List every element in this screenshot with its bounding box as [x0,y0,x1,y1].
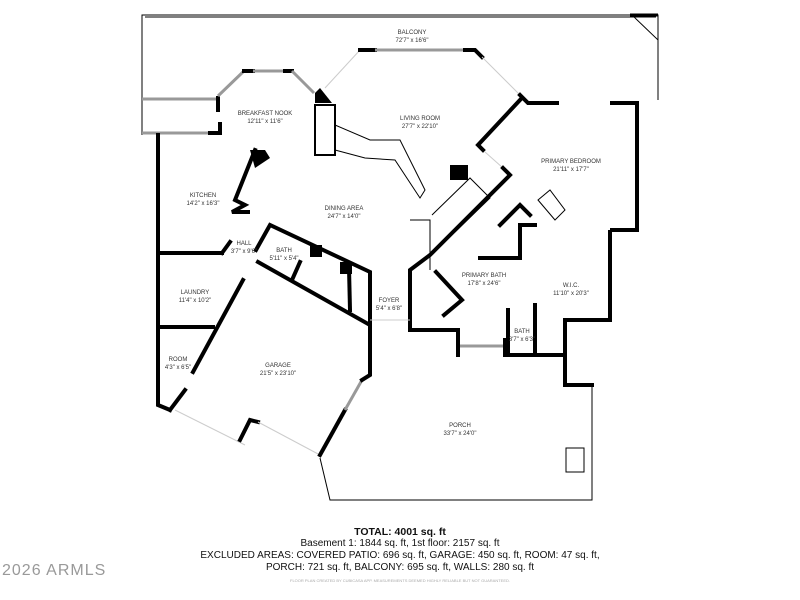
room-label-primary-bedroom: PRIMARY BEDROOM 21'11" x 17'7" [541,158,601,174]
room-dims: 5'4" x 6'8" [375,306,403,312]
room-label-laundry: LAUNDRY 11'4" x 10'2" [179,289,211,305]
room-label-living-room: LIVING ROOM 27'7" x 22'10" [400,115,440,131]
room-name: PORCH [449,423,471,429]
room-label-primary-bath: PRIMARY BATH 17'8" x 24'6" [462,272,506,288]
room-label-room: ROOM 4'3" x 6'5" [165,356,191,372]
room-dims: 3'7" x 6'3" [508,337,536,343]
room-name: ROOM [168,357,188,363]
room-name: DINING AREA [324,206,364,212]
room-dims: 21'5" x 23'10" [259,371,297,377]
excluded-areas-cont: PORCH: 721 sq. ft, BALCONY: 695 sq. ft, … [265,562,535,573]
floor-areas: Basement 1: 1844 sq. ft, 1st floor: 2157… [300,538,500,549]
room-label-breakfast-nook: BREAKFAST NOOK 12'11" x 11'6" [238,110,293,126]
room-name: PRIMARY BEDROOM [541,159,601,165]
room-name: BALCONY [397,30,427,36]
room-dims: 11'4" x 10'2" [178,298,212,304]
room-label-balcony: BALCONY 72'7" x 16'6" [396,29,429,45]
room-name: BREAKFAST NOOK [237,111,293,117]
room-name: LAUNDRY [180,290,210,296]
room-dims: 12'11" x 11'6" [247,119,283,125]
excluded-areas: EXCLUDED AREAS: COVERED PATIO: 696 sq. f… [200,550,600,561]
total-area: TOTAL: 4001 sq. ft [354,526,446,538]
room-label-bath: BATH 5'11" x 5'4" [269,247,298,263]
room-dims: 72'7" x 16'6" [395,38,429,44]
room-name: FOYER [378,298,400,304]
room-dims: 17'8" x 24'6" [467,281,501,287]
watermark: 2026 ARMLS [2,562,107,579]
area-summary: TOTAL: 4001 sq. ft Basement 1: 1844 sq. … [0,526,800,574]
room-dims: 27'7" x 22'10" [401,124,439,130]
room-name: BATH [514,329,530,335]
room-dims: 5'11" x 5'4" [269,256,299,262]
room-label-porch: PORCH 33'7" x 24'0" [444,422,477,438]
room-name: GARAGE [265,363,291,369]
room-name: HALL [236,241,252,247]
walls [142,48,639,501]
room-dims: 3'7" x 9'6" [230,249,258,255]
room-name: KITCHEN [189,193,217,199]
disclaimer: FLOOR PLAN CREATED BY CUBICASA APP. MEAS… [290,578,510,583]
room-dims: 21'11" x 17'7" [553,167,589,173]
room-dims: 24'7" x 14'0" [327,214,361,220]
room-name: LIVING ROOM [399,116,441,122]
room-label-foyer: FOYER 5'4" x 6'8" [376,297,402,313]
room-name: BATH [276,248,292,254]
room-dims: 33'7" x 24'0" [443,431,477,437]
room-label-kitchen: KITCHEN 14'2" x 16'3" [187,192,220,208]
room-name: W.I.C. [562,283,580,289]
room-dims: 14'2" x 16'3" [186,201,220,207]
room-label-garage: GARAGE 21'5" x 23'10" [260,362,296,378]
room-label-wic: W.I.C. 11'10" x 20'3" [553,282,589,298]
room-label-bath-2: BATH 3'7" x 6'3" [509,328,535,344]
room-dims: 11'10" x 20'3" [553,291,589,297]
balcony-outline [141,13,659,135]
room-label-hall: HALL 3'7" x 9'6" [231,240,257,256]
room-name: PRIMARY BATH [461,273,507,279]
room-dims: 4'3" x 6'5" [164,365,192,371]
room-label-dining-area: DINING AREA 24'7" x 14'0" [325,205,364,221]
